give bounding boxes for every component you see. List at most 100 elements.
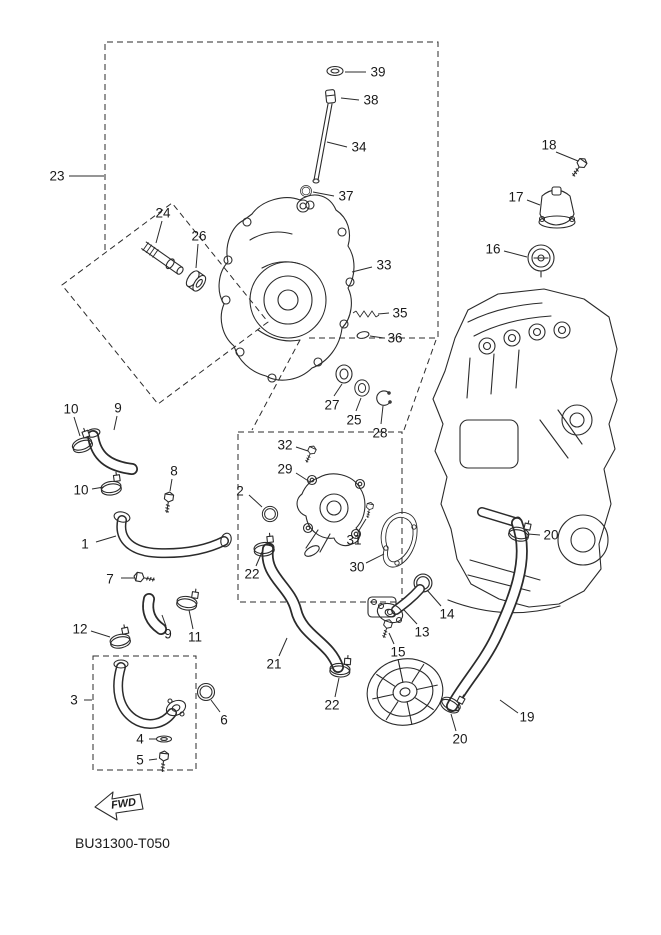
callout-label: 10 — [73, 483, 88, 498]
part-bolt-15 — [379, 618, 394, 640]
callout-label: 28 — [372, 426, 387, 441]
leader-line — [248, 494, 263, 508]
dashed-connector-left — [251, 339, 301, 431]
leader-line — [334, 677, 340, 698]
callout-label: 29 — [277, 462, 292, 477]
dashed-box-3 — [92, 655, 197, 771]
leader-line — [526, 199, 541, 206]
part-bolt-31 — [363, 501, 375, 519]
leader-line — [426, 589, 442, 607]
callout-label: 11 — [188, 630, 202, 645]
callout-label: 5 — [136, 753, 144, 768]
callout-label: 27 — [324, 398, 339, 413]
part-bolt-18 — [568, 155, 589, 180]
callout-label: 25 — [346, 413, 361, 428]
leader-line — [340, 97, 360, 101]
callout-label: 15 — [390, 645, 405, 660]
callout-label: 6 — [220, 713, 228, 728]
callout-label: 14 — [439, 607, 455, 622]
part-pipe-3-assembly — [113, 659, 187, 729]
callout-label: 2 — [236, 484, 244, 499]
part-gasket-30 — [380, 512, 418, 568]
part-crankcase-cover-33 — [218, 194, 355, 383]
part-shaft-24 — [141, 241, 184, 275]
callout-label: 19 — [519, 710, 534, 725]
callout-label: 21 — [266, 657, 281, 672]
leader-line — [155, 220, 163, 244]
leader-line — [188, 609, 194, 630]
leader-line — [357, 518, 367, 533]
leader-line — [169, 478, 173, 492]
part-clamp-10-lower — [98, 471, 123, 497]
part-seal-27 — [335, 364, 353, 384]
callout-label: 35 — [392, 306, 407, 321]
callout-label: 20 — [543, 528, 558, 543]
dashed-box-23 — [104, 41, 439, 339]
part-bearing-25 — [354, 379, 370, 397]
part-oring-37 — [300, 185, 312, 197]
leader-line — [195, 243, 199, 269]
leader-line — [377, 312, 390, 315]
part-hose-19 — [446, 517, 528, 712]
leader-line — [295, 446, 309, 452]
callout-label: 10 — [63, 402, 78, 417]
leader-line — [555, 151, 579, 162]
callout-label: 16 — [485, 242, 500, 257]
leader-line — [326, 141, 348, 148]
dashed-connector-right — [403, 339, 437, 431]
leader-line — [499, 699, 519, 714]
callout-label: 23 — [49, 169, 64, 184]
callout-label: 38 — [363, 93, 378, 108]
dashed-parallelogram-24-26 — [61, 202, 269, 405]
leader-line — [450, 713, 457, 732]
part-hose-9-upper — [85, 428, 138, 475]
bypass-mount-plate — [367, 596, 397, 618]
leader-line — [95, 535, 117, 543]
callout-label: 31 — [346, 533, 361, 548]
leader-line — [503, 250, 528, 258]
leader-line — [161, 614, 167, 627]
leader-line — [355, 397, 362, 412]
callout-label: 39 — [370, 65, 385, 80]
part-bolt-8 — [161, 490, 175, 514]
callout-label: 7 — [106, 572, 114, 587]
callout-label: 30 — [349, 560, 364, 575]
leader-line — [403, 609, 418, 625]
leader-line — [91, 486, 105, 490]
leader-line — [388, 632, 395, 645]
part-bolt-32 — [302, 444, 318, 465]
callout-label: 9 — [164, 627, 172, 642]
callout-label: 20 — [452, 732, 467, 747]
diagram-code: BU31300-T050 — [75, 835, 170, 851]
part-hose-9-lower — [142, 593, 167, 635]
dashed-box-pump — [237, 431, 403, 603]
callout-label: 12 — [72, 622, 87, 637]
leader-line — [333, 383, 343, 397]
part-washer-4 — [155, 735, 173, 743]
part-oring-2 — [261, 505, 279, 523]
leader-line — [90, 630, 111, 638]
leader-line — [278, 637, 288, 657]
callout-label: 22 — [324, 698, 339, 713]
callout-label: 22 — [244, 567, 259, 582]
part-rod-34 — [312, 103, 333, 184]
fwd-arrow: FWD — [94, 791, 144, 821]
part-cap-39 — [326, 65, 344, 77]
callout-label: 9 — [114, 401, 122, 416]
leader-line — [295, 472, 311, 483]
leader-line — [351, 266, 373, 273]
part-oil-cooler — [366, 658, 444, 726]
leader-line — [148, 758, 158, 761]
callout-label: 4 — [136, 732, 144, 747]
callout-label: 36 — [387, 331, 402, 346]
callout-label: 1 — [81, 537, 89, 552]
leader-line — [369, 335, 385, 339]
part-clamp-11 — [175, 586, 200, 612]
part-dipstick-assembly — [300, 65, 344, 197]
callout-label: 18 — [541, 138, 556, 153]
leader-line — [312, 191, 335, 197]
dashed-regions — [61, 41, 439, 771]
callout-label: 34 — [351, 140, 367, 155]
